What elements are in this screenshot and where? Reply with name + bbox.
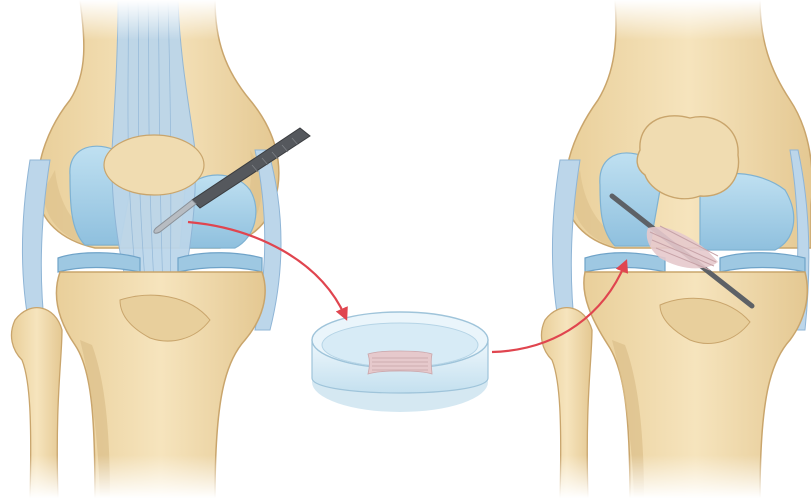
lateral-ligament — [552, 160, 580, 330]
donor-knee — [11, 0, 310, 498]
meniscus — [585, 253, 665, 272]
patella — [637, 116, 738, 199]
meniscus — [720, 253, 805, 272]
graft-tissue — [368, 351, 432, 374]
patella — [104, 135, 204, 195]
petri-dish-icon — [312, 312, 488, 412]
meniscus — [58, 253, 140, 272]
meniscus — [178, 253, 262, 272]
lateral-ligament — [22, 160, 50, 330]
recipient-knee — [541, 0, 811, 498]
